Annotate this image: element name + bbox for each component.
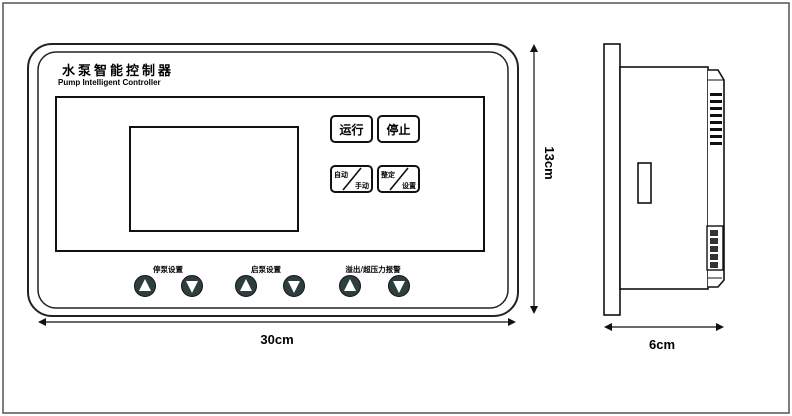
- depth-dimension: 6cm: [604, 323, 724, 352]
- run-button[interactable]: 运行: [330, 115, 373, 143]
- up-arrow-icon: [240, 279, 252, 291]
- mounting-clip: [637, 162, 652, 204]
- stop-button-label: 停止: [386, 122, 410, 137]
- run-button-label: 运行: [339, 122, 363, 137]
- arrow-right-icon: [716, 323, 724, 331]
- manual-label: 手动: [355, 181, 369, 190]
- auto-label: 自动: [334, 170, 348, 179]
- down-arrow-icon: [393, 281, 405, 293]
- height-dimension: 13cm: [530, 44, 557, 314]
- down-arrow-icon: [186, 281, 198, 293]
- tune-label: 整定: [380, 170, 395, 179]
- start-pump-setting-label: 启泵设置: [251, 264, 281, 274]
- side-housing: [619, 66, 709, 290]
- up-arrow-icon: [344, 279, 356, 291]
- overflow-overpressure-alarm-label: 溢出/超压力报警: [345, 264, 401, 274]
- arrow-left-icon: [604, 323, 612, 331]
- stop-pump-setting-label: 停泵设置: [153, 264, 183, 274]
- product-title-cn: 水泵智能控制器: [62, 63, 174, 79]
- arrow-down-icon: [530, 306, 538, 314]
- alarm-up-button[interactable]: [339, 275, 361, 297]
- down-arrow-icon: [288, 281, 300, 293]
- height-label: 13cm: [542, 146, 557, 179]
- arrow-right-icon: [508, 318, 516, 326]
- alarm-down-button[interactable]: [388, 275, 410, 297]
- side-view: [603, 43, 725, 316]
- start-pump-down-button[interactable]: [283, 275, 305, 297]
- stop-pump-down-button[interactable]: [181, 275, 203, 297]
- width-label: 30cm: [260, 332, 293, 347]
- auto-manual-button[interactable]: 自动 手动: [330, 165, 373, 193]
- stop-pump-up-button[interactable]: [134, 275, 156, 297]
- depth-label: 6cm: [649, 337, 675, 352]
- arrow-left-icon: [38, 318, 46, 326]
- terminal-block: [706, 225, 724, 271]
- up-arrow-icon: [139, 279, 151, 291]
- tune-set-button[interactable]: 整定 设置: [377, 165, 420, 193]
- set-label: 设置: [402, 181, 416, 190]
- side-front-flange: [603, 43, 621, 316]
- front-view: 水泵智能控制器 Pump Intelligent Controller 运行 停…: [27, 43, 519, 317]
- product-title-en: Pump Intelligent Controller: [58, 78, 161, 87]
- stop-button[interactable]: 停止: [377, 115, 420, 143]
- arrow-up-icon: [530, 44, 538, 52]
- start-pump-up-button[interactable]: [235, 275, 257, 297]
- width-dimension: 30cm: [38, 318, 516, 347]
- ventilation-slots: [710, 93, 722, 145]
- lcd-display: [129, 126, 299, 232]
